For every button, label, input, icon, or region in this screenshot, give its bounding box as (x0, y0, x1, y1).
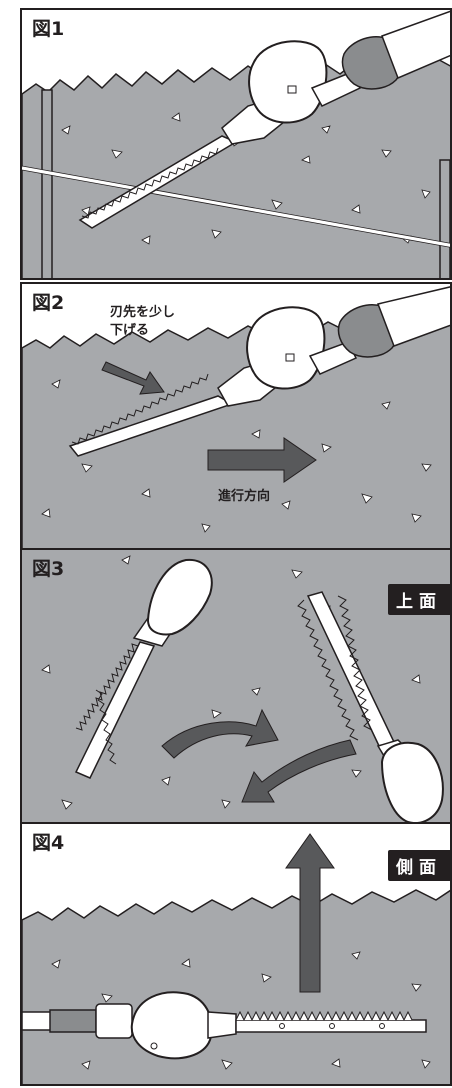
figure-4-panel: 図4 側面 (20, 822, 452, 1086)
figure-2-panel: 図2 (20, 282, 452, 552)
gloved-hand (337, 286, 450, 358)
lift-up-arrow-icon (285, 833, 335, 993)
trimmer-body (217, 306, 358, 407)
fence-post (41, 89, 53, 278)
figure-4-illustration (22, 833, 450, 1084)
leaf-speckles (41, 379, 432, 533)
leaf-speckles (51, 951, 431, 1070)
tilt-arrow-icon (101, 361, 165, 395)
rotate-up-arrow-icon (161, 708, 279, 759)
gloved-hand (341, 10, 450, 90)
trimmer-side-view (22, 991, 427, 1060)
side-view-tag: 側面 (388, 850, 450, 881)
direction-arrow-icon (207, 437, 317, 483)
figure-4-label: 図4 (32, 832, 65, 854)
trimmer-left (74, 558, 213, 779)
hedge-shape (22, 55, 450, 278)
rotate-down-arrow-icon (241, 739, 357, 803)
figure-2-label: 図2 (32, 292, 65, 314)
trimmer-right (297, 591, 444, 822)
figure-3-illustration (22, 550, 450, 822)
figure-1-illustration (22, 10, 450, 278)
lower-blade-instruction: 刃先を少し 下げる (110, 304, 175, 340)
direction-label: 進行方向 (218, 489, 271, 504)
figure-3-label: 図3 (32, 558, 65, 580)
trimmer-body (221, 40, 362, 145)
callout-line: 刃先を少し (110, 305, 176, 320)
figure-1-label: 図1 (32, 18, 65, 40)
hedge-shape (22, 889, 450, 1084)
top-view-tag: 上面 (388, 584, 450, 615)
guide-string (22, 166, 450, 248)
figure-2-illustration (22, 286, 450, 550)
figure-1-panel: 図1 (20, 8, 452, 280)
callout-line: 下げる (110, 323, 150, 338)
figure-3-panel: 図3 上面 (20, 548, 452, 824)
fence-post (439, 159, 450, 278)
